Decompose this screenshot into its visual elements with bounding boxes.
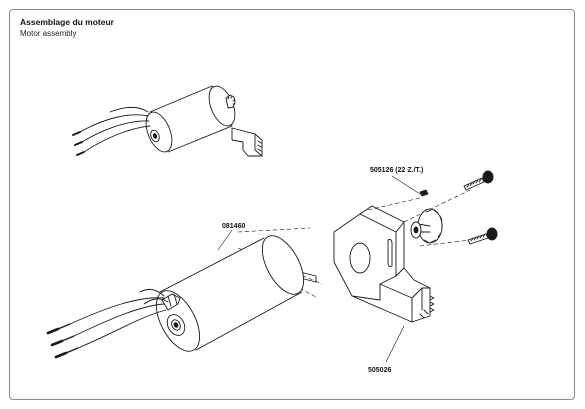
label-motor-part-number: 081460 [222,223,245,230]
motor-081460 [46,235,317,359]
diagram-frame [9,9,575,400]
mounting-screw-upper [463,170,494,191]
assembled-motor-preview [72,85,263,157]
part-leader-lines [217,175,421,363]
label-mount-part-number: 505026 [368,367,391,374]
pinion-505126 [410,189,443,244]
diagram-subtitle: Motor assembly [20,29,77,38]
label-pinion-part-number: 505126 (22 Z./T.) [370,167,423,174]
mounting-screw-lower [467,227,498,245]
motor-mount-505026 [333,205,435,323]
diagram-title: Assemblage du moteur [20,17,114,27]
